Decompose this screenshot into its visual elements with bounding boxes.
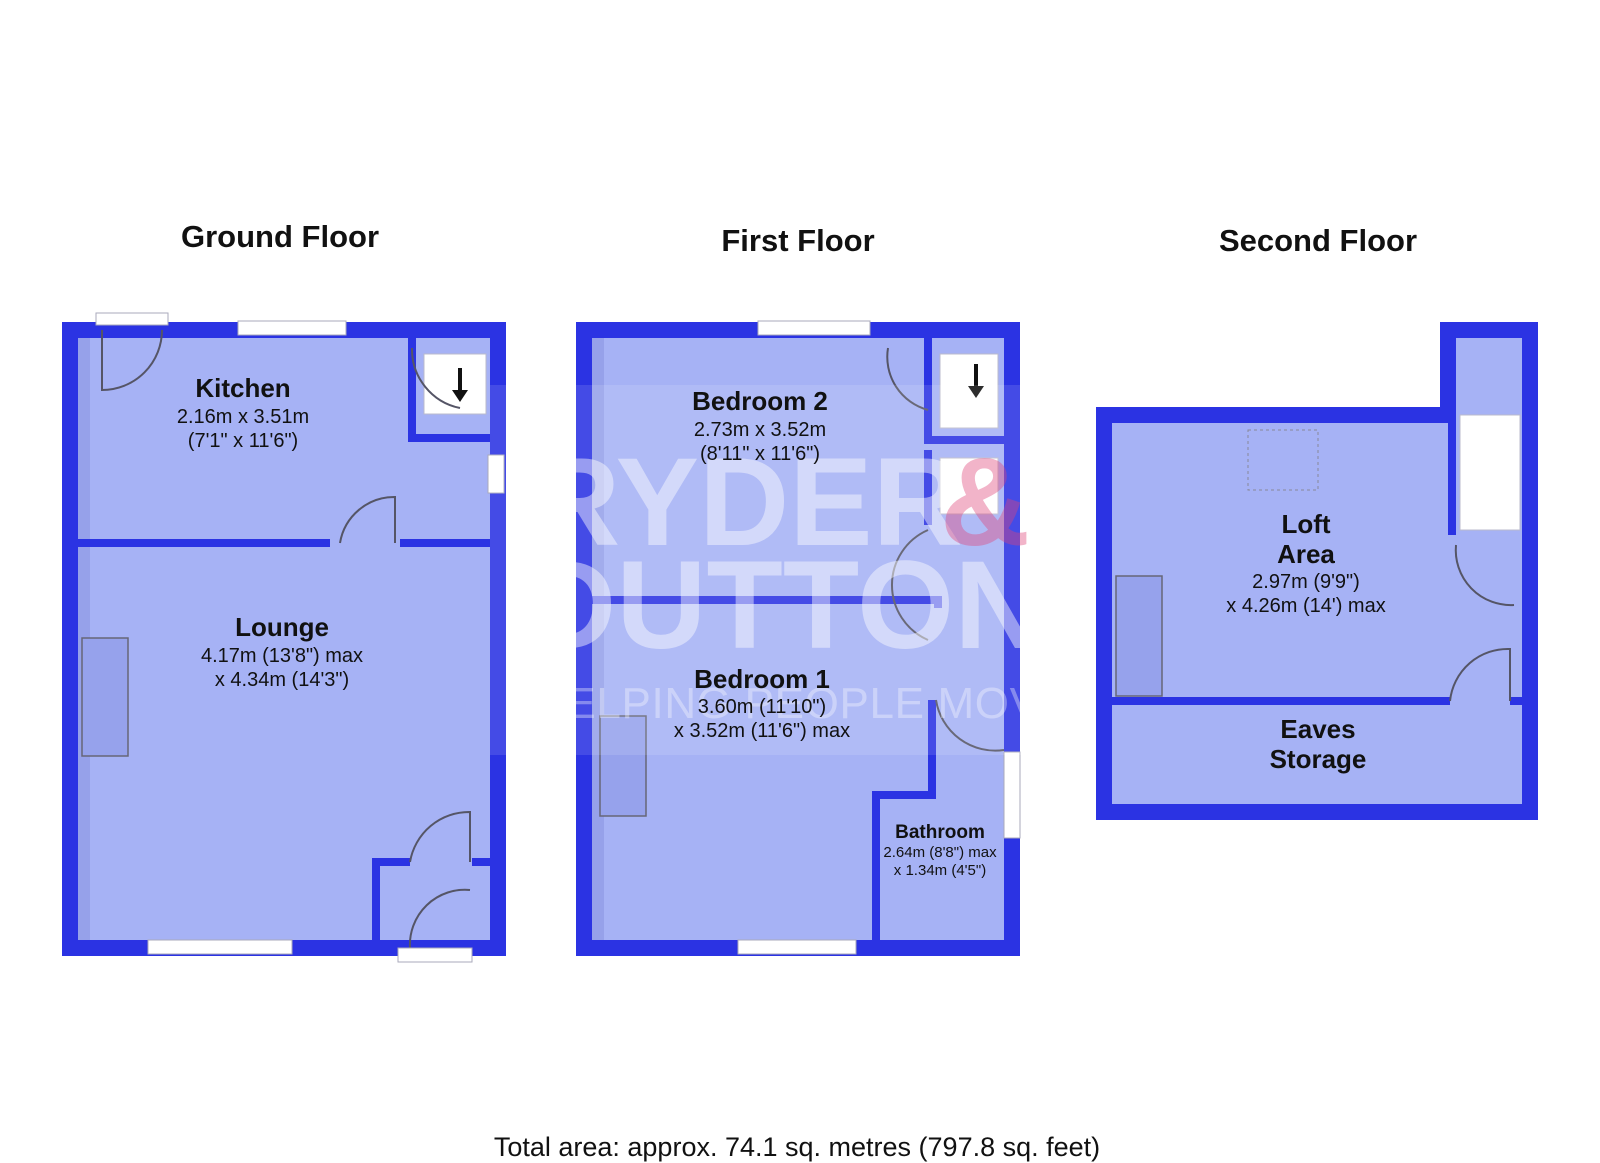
ground-floor-plan: Kitchen 2.16m x 3.51m (7'1" x 11'6") Lou… (62, 312, 506, 963)
svg-text:DUTTON: DUTTON (526, 536, 1045, 675)
ground-floor-title: Ground Floor (181, 219, 379, 254)
watermark-logo: RYDER & DUTTON HELPING PEOPLE MOVE (490, 385, 1095, 755)
lounge-dim-1: 4.17m (13'8") max (201, 645, 363, 667)
loft-dim-2: x 4.26m (14') max (1226, 595, 1385, 617)
loft-label-2: Area (1277, 539, 1335, 569)
stair-down-arrow-icon (452, 368, 468, 402)
first-floor-plan (576, 320, 1021, 956)
second-floor-title: Second Floor (1219, 223, 1417, 258)
stair-down-arrow-icon (968, 364, 984, 398)
bedroom2-dim-imperial: (8'11" x 11'6") (700, 443, 820, 465)
bedroom2-label: Bedroom 2 (692, 386, 828, 416)
bathroom-dim-2: x 1.34m (4'5") (894, 862, 986, 879)
first-floor-title: First Floor (721, 223, 874, 258)
bathroom-dim-1: 2.64m (8'8") max (883, 844, 997, 861)
bedroom2-dim-metric: 2.73m x 3.52m (694, 419, 826, 441)
loft-dim-1: 2.97m (9'9") (1252, 571, 1360, 593)
lounge-dim-2: x 4.34m (14'3") (215, 669, 349, 691)
eaves-label-1: Eaves (1280, 714, 1355, 744)
second-floor-plan: Loft Area 2.97m (9'9") x 4.26m (14') max… (1096, 322, 1538, 820)
svg-text:&: & (940, 433, 1030, 572)
bedroom1-label: Bedroom 1 (694, 664, 830, 694)
svg-text:RYDER: RYDER (530, 433, 963, 572)
bedroom1-dim-1: 3.60m (11'10") (698, 696, 826, 718)
lounge-label: Lounge (235, 612, 329, 642)
total-area: Total area: approx. 74.1 sq. metres (797… (494, 1132, 1100, 1162)
kitchen-dim-metric: 2.16m x 3.51m (177, 406, 309, 428)
eaves-label-2: Storage (1270, 744, 1367, 774)
loft-label-1: Loft (1281, 509, 1330, 539)
kitchen-dim-imperial: (7'1" x 11'6") (188, 430, 298, 452)
bedroom1-dim-2: x 3.52m (11'6") max (674, 720, 850, 742)
bathroom-label: Bathroom (895, 822, 985, 843)
svg-text:HELPING PEOPLE MOVE: HELPING PEOPLE MOVE (534, 679, 1069, 728)
kitchen-label: Kitchen (195, 373, 290, 403)
